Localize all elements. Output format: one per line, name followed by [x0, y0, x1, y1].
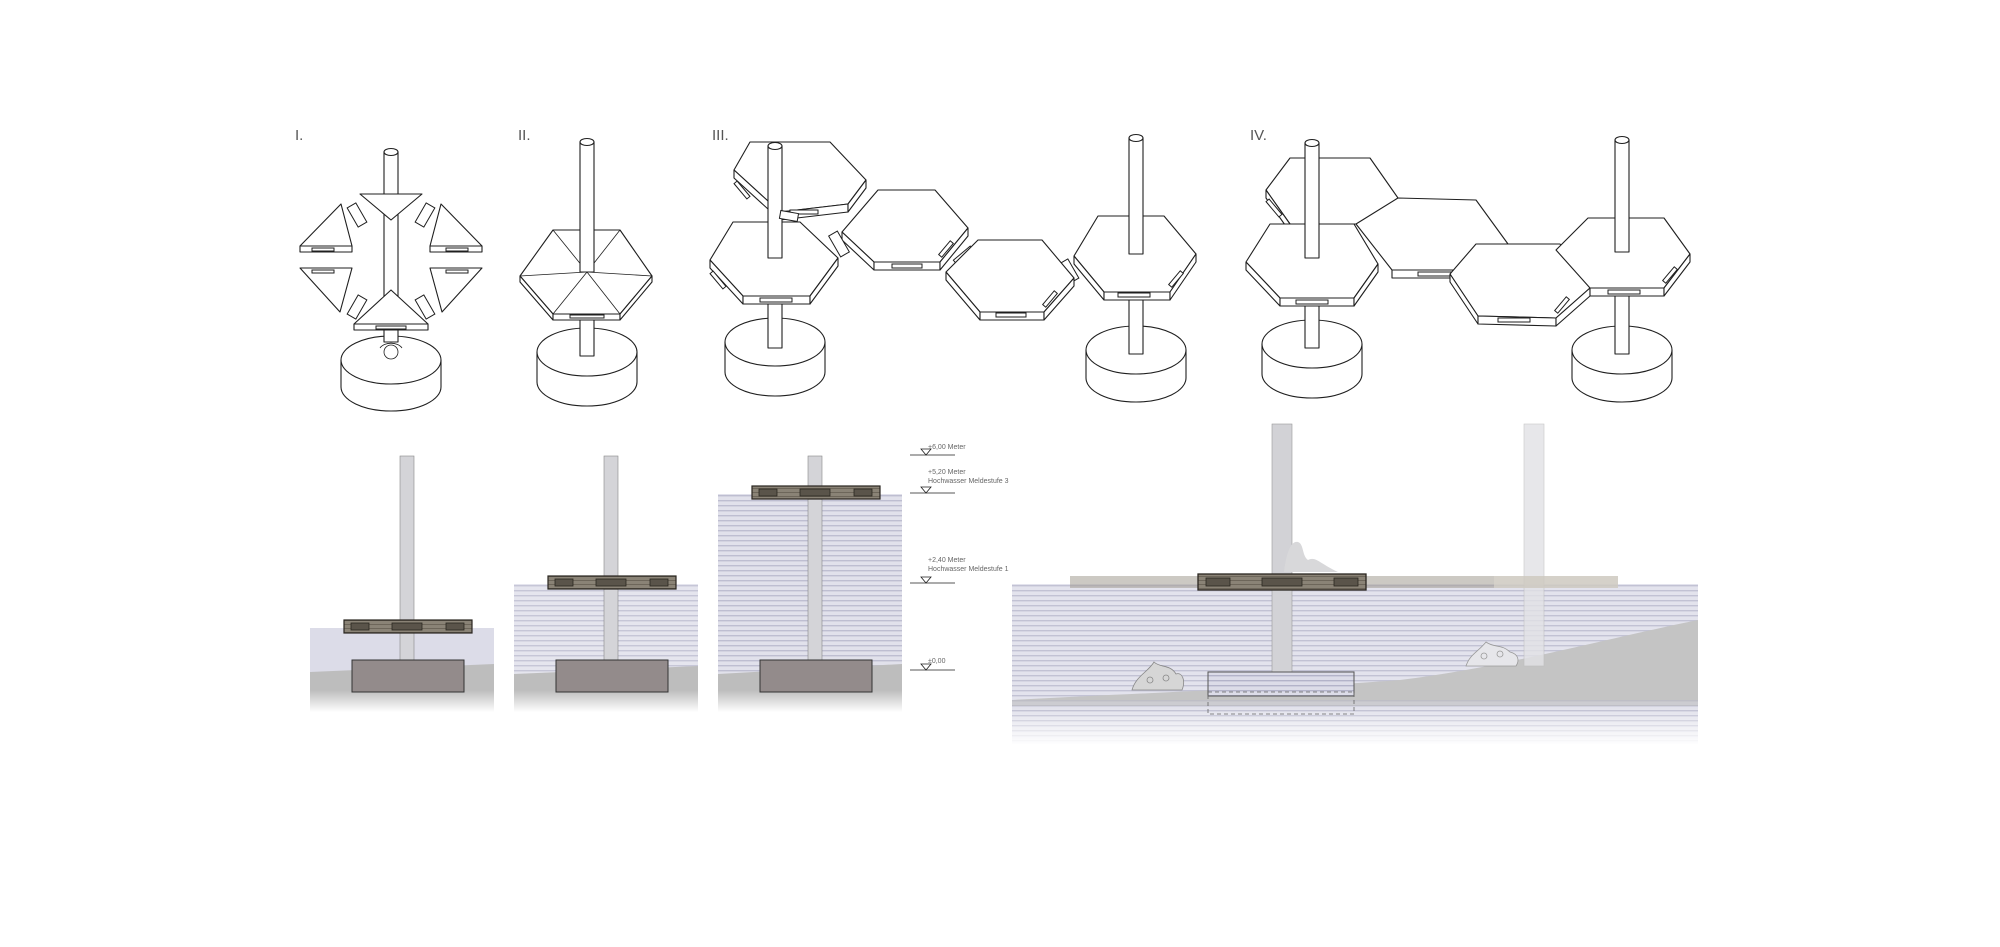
step-label-2: II. [518, 127, 531, 144]
person-silhouette [1284, 541, 1338, 572]
section-low-water [310, 455, 494, 712]
pole-right [1614, 135, 1630, 253]
level-note: Hochwasser Meldestufe 3 [928, 478, 1009, 485]
level-value: +2,40 Meter [928, 557, 966, 564]
pole [399, 455, 415, 667]
level-value: +5,20 Meter [928, 469, 966, 476]
concrete-foundation [351, 659, 465, 693]
pole-main [1271, 423, 1293, 675]
debris-right [1465, 641, 1519, 667]
step-1-exploded-axonometric [299, 147, 483, 412]
level-marker-6-00: +6,00 Meter [910, 444, 966, 456]
triangle-panel-right-upper [429, 203, 483, 253]
step-label-3: III. [712, 127, 729, 144]
triangle-panel-bottom [353, 289, 429, 331]
level-markers: +6,00 Meter +5,20 Meter Hochwasser Melde… [910, 444, 1009, 671]
hex-module-right [1555, 217, 1691, 297]
hex-module-middle [841, 189, 969, 271]
level-value: ±0,00 [928, 658, 946, 665]
base-cylinder [340, 335, 442, 412]
hex-module-left [1245, 223, 1379, 307]
debris-left [1131, 661, 1184, 691]
level-marker-5-20: +5,20 Meter Hochwasser Meldestufe 3 [910, 469, 1009, 494]
step-3-expanding-axonometric [709, 133, 1197, 403]
level-note: Hochwasser Meldestufe 1 [928, 566, 1009, 573]
site-section-large [1012, 423, 1698, 746]
connector-clips [346, 202, 436, 320]
step-4-connected-axonometric [1245, 135, 1691, 403]
step-label-1: I. [295, 127, 303, 144]
pole-right-lower [1614, 295, 1630, 355]
level-marker-2-40: +2,40 Meter Hochwasser Meldestufe 1 [910, 557, 1009, 584]
pole-left [767, 141, 783, 259]
pole-left-lower [767, 297, 783, 349]
hex-module-upper [733, 141, 867, 221]
pole [603, 455, 619, 667]
level-value: +6,00 Meter [928, 444, 966, 451]
triangle-panel-left-upper [299, 203, 353, 253]
riverbed-terrain [1012, 620, 1698, 706]
triangle-panel-right-lower [429, 267, 483, 313]
section-flood-level-1 [514, 455, 698, 712]
hex-module-lower-right [1449, 243, 1591, 327]
step-2-assembled-axonometric [519, 137, 653, 407]
level-marker-0-00: ±0,00 [910, 658, 955, 671]
hex-module-lower-right [945, 239, 1075, 321]
pole-distant [1523, 423, 1545, 667]
step-label-4: IV. [1250, 127, 1267, 144]
pole-left [1304, 138, 1320, 259]
triangle-panel-left-lower [299, 267, 353, 313]
foundation-outline-dashed [1207, 691, 1355, 715]
hex-module-left [709, 221, 839, 305]
pole-right-lower [1128, 295, 1144, 355]
pole-right [1128, 133, 1144, 255]
section-flood-level-3 [718, 455, 902, 712]
concrete-foundation [555, 659, 669, 693]
triangle-panel-top [359, 193, 423, 221]
pole [579, 137, 595, 273]
concrete-foundation [759, 659, 873, 693]
